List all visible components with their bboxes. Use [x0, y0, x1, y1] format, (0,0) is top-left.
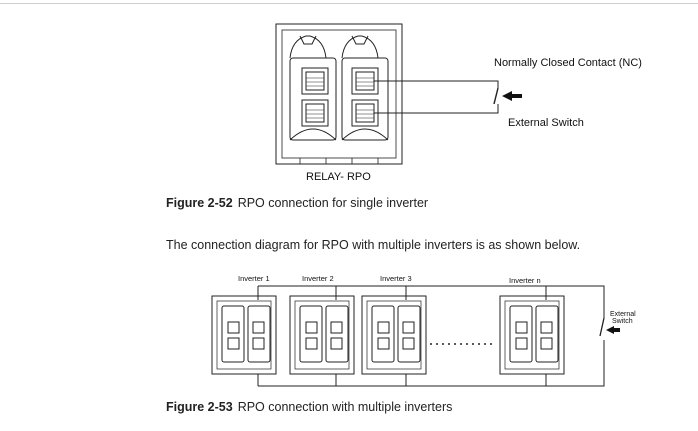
top-rule — [0, 3, 698, 4]
inverter-1-label: Inverter 1 — [238, 274, 270, 283]
multi-external-switch-label: External Switch — [610, 311, 636, 325]
wire-top — [374, 80, 499, 88]
inverter-2-block — [289, 295, 355, 375]
wire-bottom — [374, 104, 499, 114]
multi-switch-arrow-icon — [606, 326, 620, 334]
nc-contact-label: Normally Closed Contact (NC) — [494, 57, 642, 69]
figure-2-52-number: Figure 2-52 — [166, 196, 233, 210]
inverter-3-block — [361, 295, 427, 375]
relay-housing — [275, 23, 403, 165]
bus-top — [258, 285, 605, 318]
external-label-line1: External — [610, 311, 636, 318]
relay-inner-frame — [281, 29, 397, 159]
inverter-3-label: Inverter 3 — [380, 274, 412, 283]
terminal-screw-1 — [301, 67, 329, 95]
figure-2-53-number: Figure 2-53 — [166, 400, 233, 414]
figure-2-53-text: RPO connection with multiple inverters — [237, 400, 453, 414]
terminal-screw-2 — [301, 99, 329, 127]
switch-contact — [493, 87, 499, 105]
figure-2-53-caption: Figure 2-53 RPO connection with multiple … — [166, 400, 452, 414]
multi-switch-contact — [599, 317, 605, 337]
inverter-2-label: Inverter 2 — [302, 274, 334, 283]
body-paragraph: The connection diagram for RPO with mult… — [166, 238, 581, 252]
switch-arrow-icon — [502, 91, 522, 101]
external-label-line2: Switch — [612, 318, 633, 325]
figure-2-52-caption: Figure 2-52 RPO connection for single inv… — [166, 196, 428, 210]
bus-bottom — [258, 340, 605, 387]
inverter-n-block — [499, 295, 565, 375]
inverter-n-label: Inverter n — [509, 276, 541, 285]
external-switch-label: External Switch — [508, 117, 584, 129]
inverter-1-block — [211, 295, 277, 375]
terminal-block-left — [289, 35, 337, 141]
relay-rpo-label: RELAY- RPO — [306, 171, 371, 183]
figure-2-52-text: RPO connection for single inverter — [237, 196, 429, 210]
